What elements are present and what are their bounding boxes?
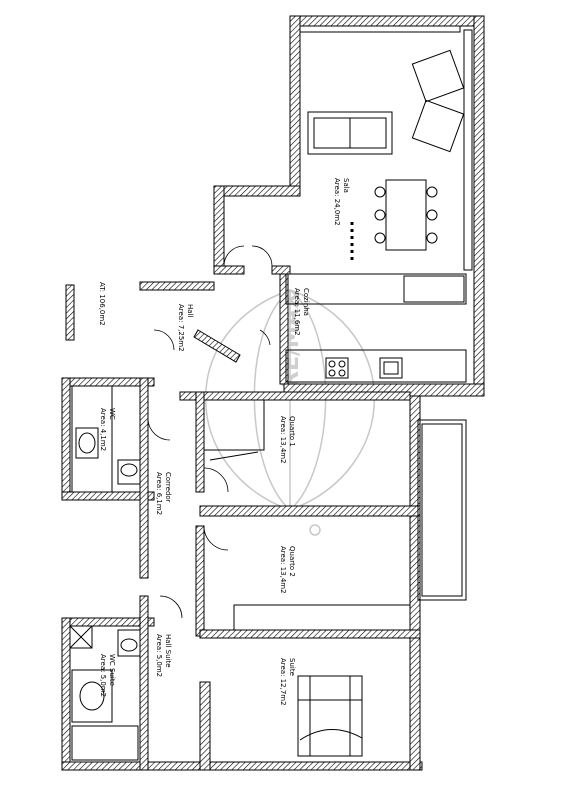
dining-table-icon (374, 179, 438, 251)
window-icon (299, 25, 473, 271)
room-name: Corredor (164, 472, 172, 503)
room-area: Area: 6,1m2 (155, 472, 163, 515)
balcony-icon (417, 419, 467, 601)
room-label-sala: Sala Area: 24,0m2 (333, 178, 350, 226)
room-label-quarto2: Quarto 2 Area: 13,4m2 (279, 546, 296, 594)
room-label-quarto1: Quarto 1 Area: 13,4m2 (279, 416, 296, 464)
wc-suite-fixtures (69, 625, 141, 761)
room-area: Area: 7,25m2 (177, 304, 185, 352)
room-name: Sala (342, 178, 350, 193)
room-label-cozinha: Cozinha Area: 11,6m2 (293, 288, 310, 336)
room-label-hall-suite: Hall Suite Area: 5,0m2 (155, 634, 172, 677)
room-area: Area: 5,0m2 (155, 634, 163, 677)
door-icon (147, 245, 273, 619)
outer-walls (61, 15, 485, 771)
total-area: AT: 106,0m2 (98, 282, 106, 326)
room-name: Suite (288, 658, 296, 676)
room-name: Quarto 1 (288, 416, 296, 447)
room-area: Area: 13,4m2 (279, 416, 287, 464)
room-name: WC Suite (108, 654, 116, 686)
room-name: Quarto 2 (288, 546, 296, 577)
room-name: Cozinha (302, 288, 310, 316)
stove-icon (325, 357, 349, 379)
room-label-wc-suite: WC Suite Area: 5,0m2 (99, 654, 116, 697)
room-area: Area: 12,7m2 (279, 658, 287, 706)
room-name: WC (108, 408, 116, 420)
watermark-logo: RE/MAX (204, 289, 376, 536)
room-name: Hall (186, 304, 194, 317)
room-area: Area: 24,0m2 (333, 178, 341, 226)
room-area: Area: 5,0m2 (99, 654, 107, 697)
room-area: Area: 11,6m2 (293, 288, 301, 336)
room-label-wc: WC Area: 4,1m2 (99, 408, 116, 451)
room-label-hall: Hall Area: 7,25m2 (177, 304, 194, 352)
sink-icon (379, 357, 403, 379)
room-label-suite: Suite Area: 12,7m2 (279, 658, 296, 706)
closet-icon (233, 604, 411, 631)
room-label-total: AT: 106,0m2 (98, 282, 106, 326)
wardrobe-icon (203, 399, 265, 461)
room-name: Hall Suite (164, 634, 172, 668)
armchair-icon (411, 49, 465, 153)
room-area: Area: 4,1m2 (99, 408, 107, 451)
bed-icon (297, 675, 363, 757)
wc-fixtures (71, 385, 141, 493)
room-label-corredor: Corredor Area: 6,1m2 (155, 472, 172, 515)
sofa-icon (307, 111, 393, 155)
room-area: Area: 13,4m2 (279, 546, 287, 594)
kitchen-counter (285, 273, 467, 383)
